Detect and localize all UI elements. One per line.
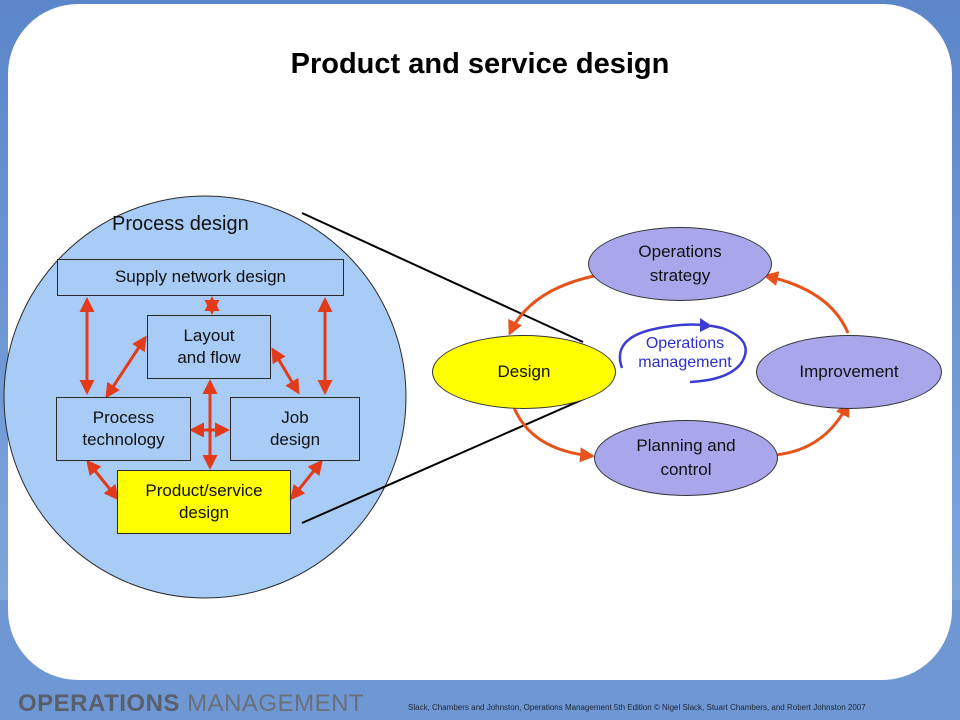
improvement-ellipse: Improvement bbox=[756, 335, 942, 409]
layout-and-flow-box: Layout and flow bbox=[147, 315, 271, 379]
arrow-process-product bbox=[86, 459, 119, 501]
cycle-arrow-strategy-design bbox=[508, 274, 595, 336]
operations-strategy-text: Operations strategy bbox=[638, 242, 722, 285]
supply-network-design-box: Supply network design bbox=[57, 259, 344, 296]
logo-light-text: MANAGEMENT bbox=[179, 690, 365, 717]
zoom-line-bottom bbox=[301, 394, 594, 524]
process-technology-box: Process technology bbox=[56, 397, 191, 461]
slide-title: Product and service design bbox=[290, 48, 670, 80]
process-technology-text: Process technology bbox=[82, 407, 165, 449]
arrow-job-product bbox=[290, 459, 323, 501]
improvement-text: Improvement bbox=[799, 362, 899, 382]
supply-network-design-text: Supply network design bbox=[114, 267, 287, 287]
cycle-arrow-design-planning bbox=[511, 404, 595, 463]
job-design-box: Job design bbox=[230, 397, 360, 461]
operations-strategy-ellipse: Operations strategy bbox=[588, 227, 772, 301]
arrow-layout-job bbox=[271, 347, 300, 395]
process-design-label: Process design bbox=[112, 213, 249, 235]
operations-management-label: Operations management bbox=[638, 335, 732, 372]
arrow-layout-process bbox=[105, 335, 147, 399]
job-design-text: Job design bbox=[269, 407, 321, 449]
operations-management-logo: OPERATIONS MANAGEMENT bbox=[18, 690, 364, 718]
cycle-arrow-planning-improvement bbox=[774, 401, 850, 457]
logo-bold-text: OPERATIONS bbox=[18, 690, 180, 717]
cycle-arrow-improvement-strategy bbox=[763, 271, 850, 334]
planning-and-control-ellipse: Planning and control bbox=[594, 420, 778, 496]
center-cycle-arrow bbox=[618, 323, 747, 384]
design-text: Design bbox=[497, 362, 551, 382]
planning-and-control-text: Planning and control bbox=[636, 436, 736, 479]
product-service-design-box: Product/service design bbox=[117, 470, 291, 534]
copyright-credit: Slack, Chambers and Johnston, Operations… bbox=[408, 703, 866, 712]
center-cycle-arrowhead bbox=[700, 318, 712, 332]
zoom-line-top bbox=[301, 212, 584, 343]
layout-and-flow-text: Layout and flow bbox=[177, 325, 241, 367]
product-service-design-text: Product/service design bbox=[145, 480, 263, 522]
design-ellipse: Design bbox=[432, 335, 616, 409]
